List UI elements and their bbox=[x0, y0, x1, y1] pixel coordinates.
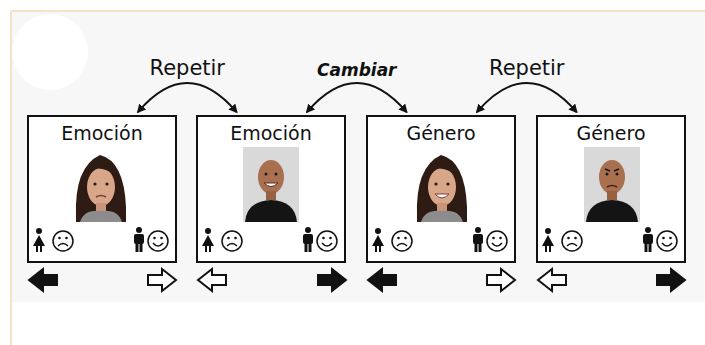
edge-label: Repetir bbox=[486, 56, 568, 80]
task-title: Emoción bbox=[198, 122, 344, 144]
trial-box: Emoción bbox=[27, 115, 177, 263]
task-title: Género bbox=[368, 122, 514, 144]
curved-arrow bbox=[477, 83, 577, 112]
task-title: Emoción bbox=[29, 122, 175, 144]
curved-arrow bbox=[138, 83, 237, 112]
curved-arrow bbox=[307, 83, 407, 112]
edge-label: Repetir bbox=[146, 56, 228, 80]
trial-box: Emoción bbox=[196, 115, 346, 263]
trial-box: Género bbox=[366, 115, 516, 263]
trial-box: Género bbox=[536, 115, 686, 263]
edge-label: Cambiar bbox=[314, 60, 400, 80]
task-title: Género bbox=[538, 122, 684, 144]
